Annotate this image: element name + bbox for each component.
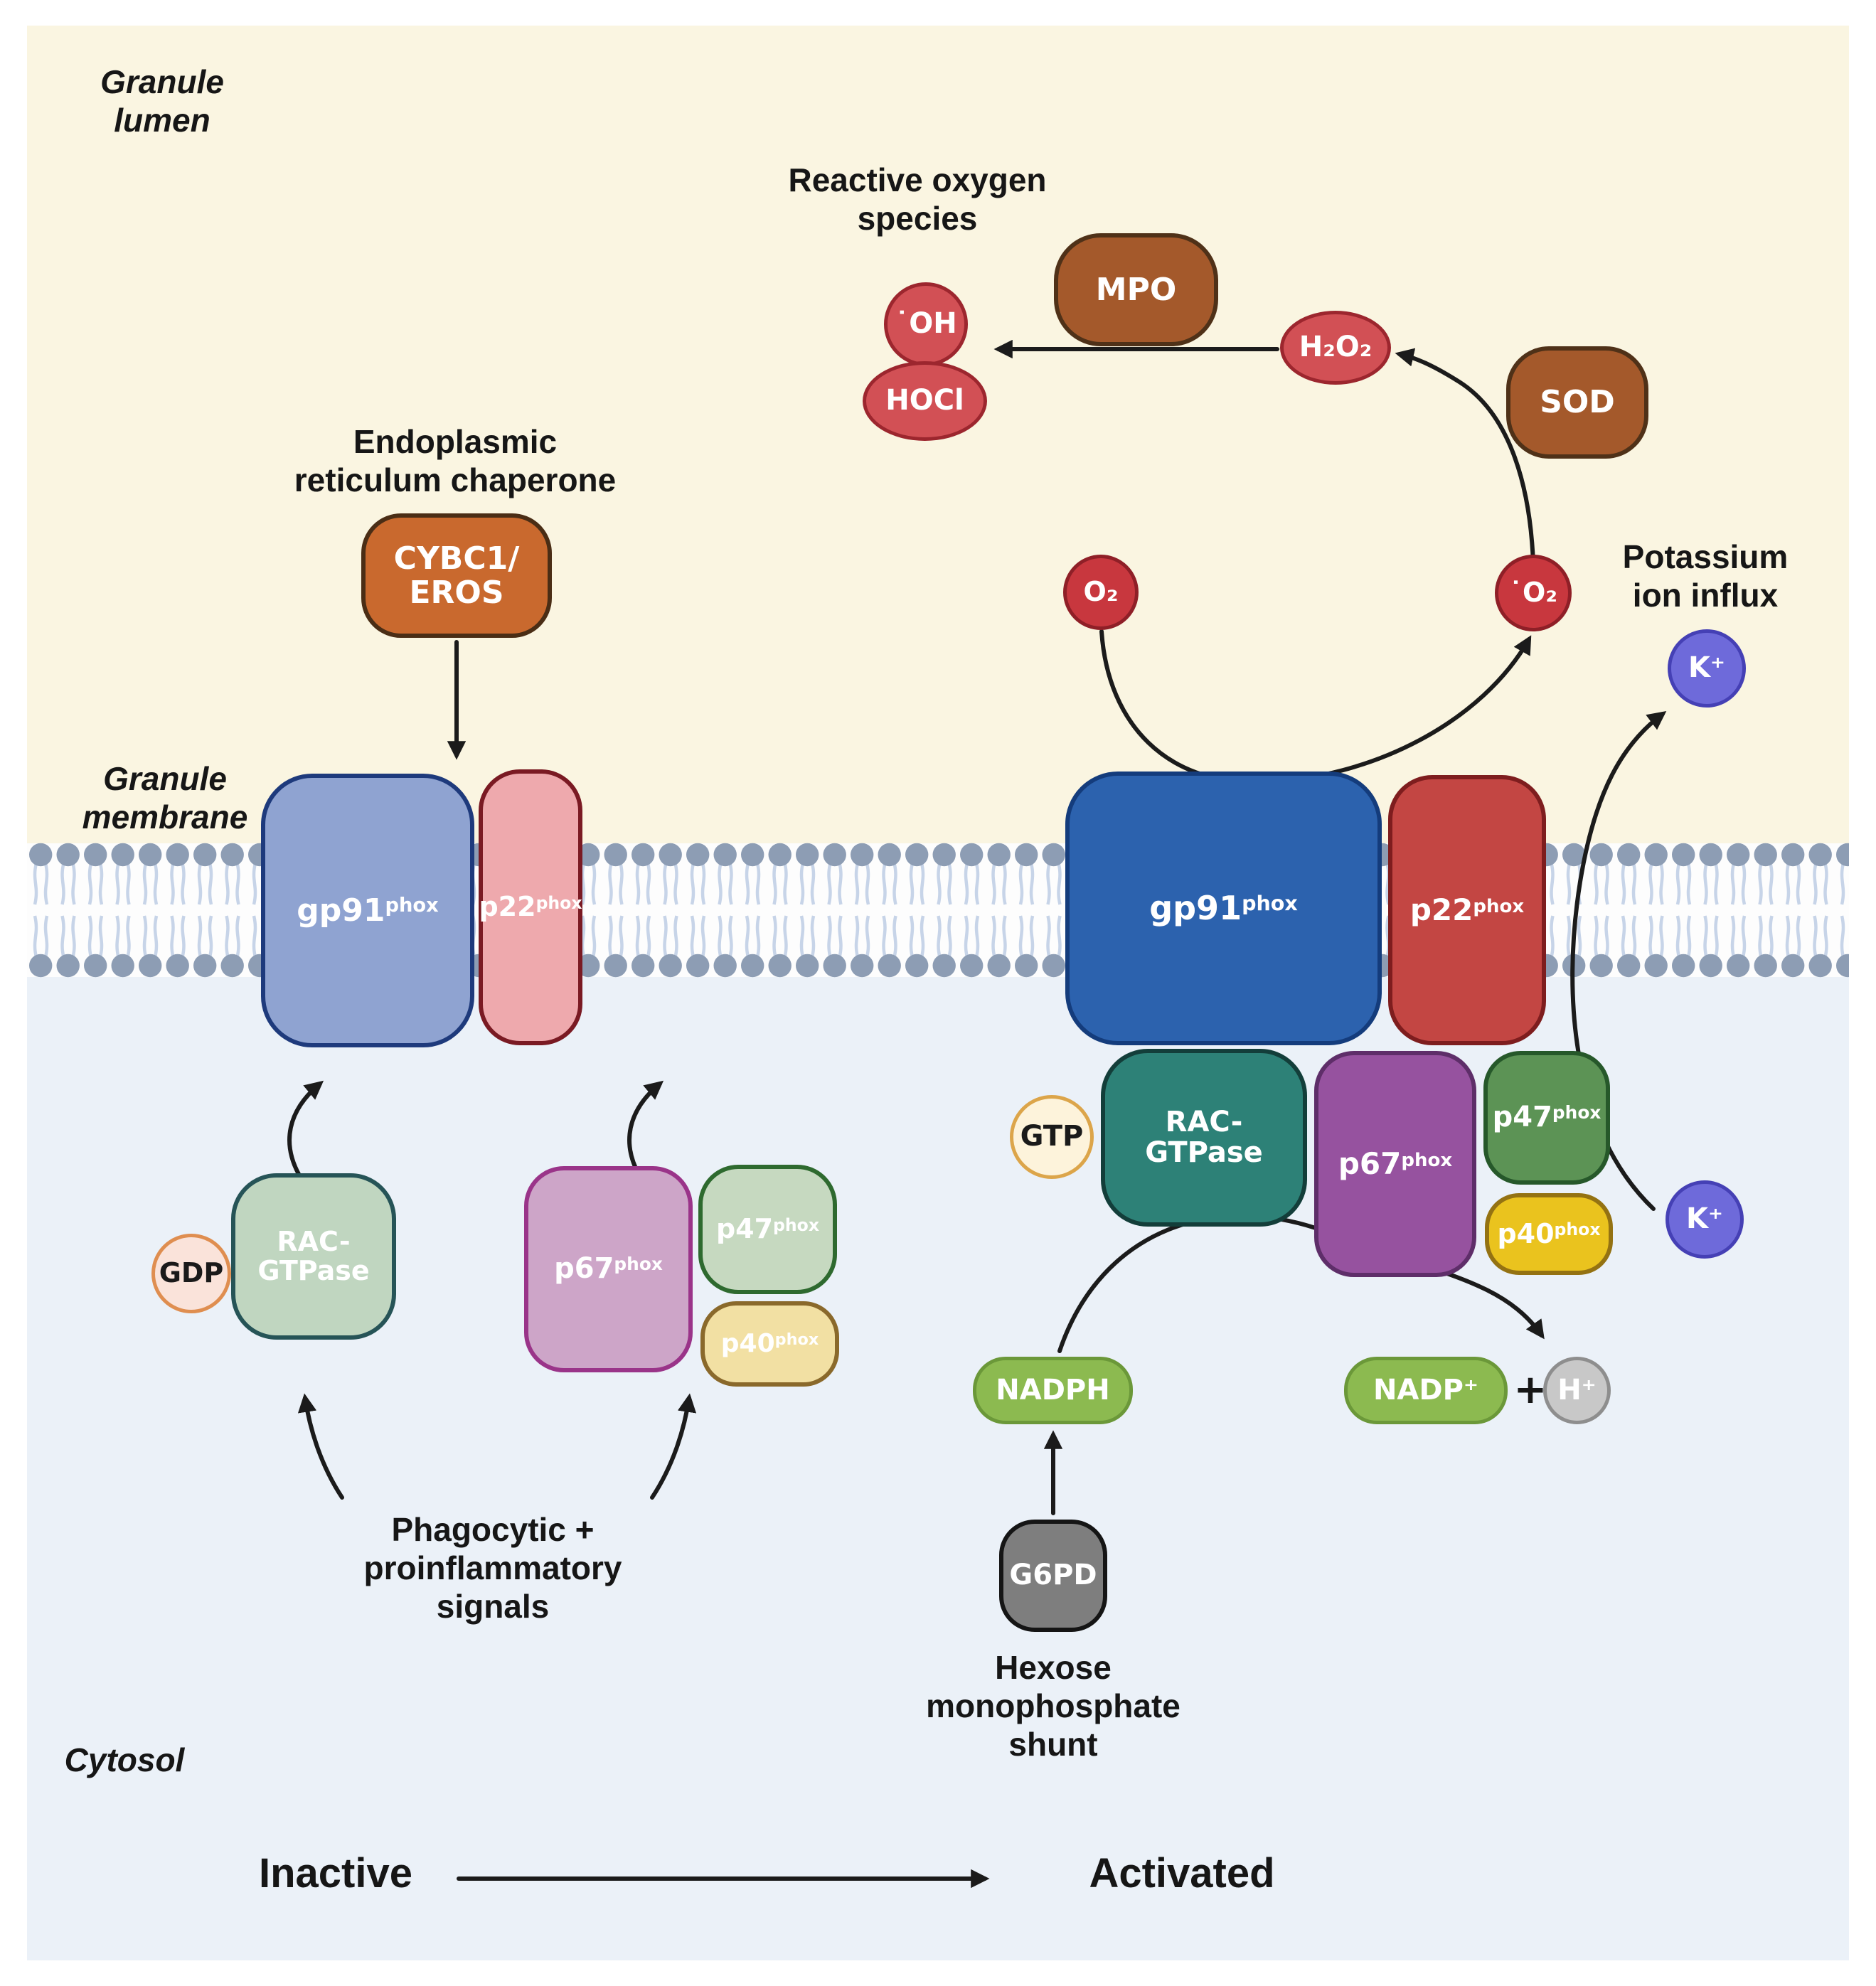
rac-to-membrane-arrow (287, 1080, 324, 1178)
signals-to-p67-arrow (650, 1393, 697, 1500)
gp91phox-inactive: gp91phox (261, 774, 474, 1047)
p22phox-inactive: p22phox (479, 769, 582, 1045)
hydrogen-peroxide: H₂O₂ (1280, 311, 1391, 385)
o2-to-superoxide-arc (1099, 629, 1532, 785)
hydroxyl-radical: ˙OH (884, 282, 968, 366)
gp91phox-activated: gp91phox (1065, 772, 1382, 1045)
p47phox-inactive: p47phox (698, 1165, 837, 1294)
activated-state-label: Activated (1089, 1850, 1275, 1896)
oxygen-molecule: O₂ (1063, 555, 1139, 630)
superoxide-radical: ˙O₂ (1495, 555, 1572, 631)
nadph-molecule: NADPH (973, 1357, 1133, 1424)
gp91phox-activated-label: gp91phox (1149, 888, 1298, 927)
mpo-enzyme: MPO (1054, 233, 1218, 346)
gtp-molecule: GTP (1010, 1095, 1094, 1179)
p40phox-inactive: p40phox (700, 1301, 839, 1387)
p47phox-activated: p47phox (1483, 1051, 1610, 1185)
p22phox-activated-label: p22phox (1409, 892, 1525, 928)
rac-gtpase-inactive: RAC-GTPase (231, 1173, 396, 1340)
rac-gtpase-activated: RAC-GTPase (1101, 1049, 1307, 1227)
gp91phox-inactive-label: gp91phox (297, 892, 439, 929)
plus-sign: + (1513, 1367, 1547, 1413)
p67phox-activated: p67phox (1314, 1051, 1476, 1277)
proton-molecule: H⁺ (1543, 1357, 1611, 1424)
potassium-ion-lower: K⁺ (1666, 1180, 1744, 1259)
p40phox-activated: p40phox (1485, 1193, 1613, 1275)
gdp-molecule: GDP (151, 1234, 231, 1313)
p22phox-activated: p22phox (1388, 775, 1546, 1045)
potassium-ion-upper: K⁺ (1668, 629, 1746, 708)
cybc1-eros-chaperone: CYBC1/EROS (361, 513, 552, 638)
p22phox-inactive-label: p22phox (479, 891, 582, 923)
g6pd-enzyme: G6PD (999, 1520, 1107, 1632)
p67phox-inactive: p67phox (524, 1166, 693, 1372)
signals-to-rac-arrow (297, 1393, 344, 1500)
p67-to-membrane-arrow (627, 1080, 664, 1178)
superoxide-to-h2o2-arrow (1395, 348, 1535, 565)
nadp-molecule: NADP⁺ (1344, 1357, 1508, 1424)
sod-enzyme: SOD (1506, 346, 1648, 459)
inactive-state-label: Inactive (259, 1850, 412, 1896)
cytosol-label: Cytosol (64, 1741, 185, 1778)
hypochlorous-acid: HOCl (863, 361, 987, 441)
